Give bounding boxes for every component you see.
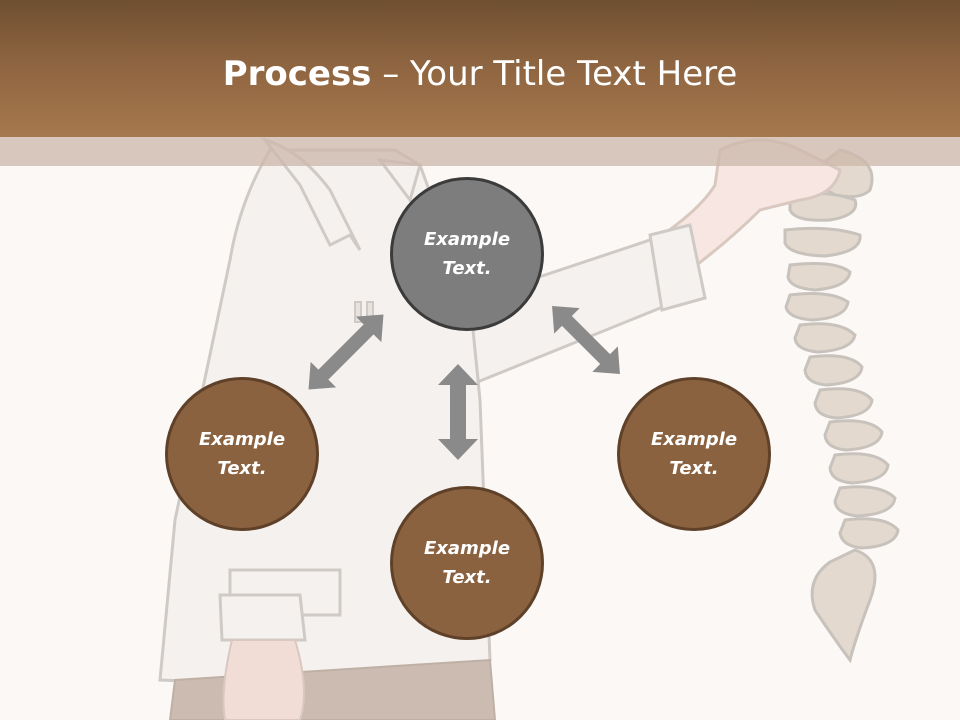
title-rest: – Your Title Text Here (371, 54, 738, 94)
node-label-line1: Example (423, 538, 511, 559)
process-node-left[interactable]: Example Text. (165, 377, 319, 531)
node-label-line2: Text. (669, 458, 719, 479)
node-label-line2: Text. (217, 458, 267, 479)
node-label-line1: Example (650, 429, 738, 450)
hand-lower-illustration (222, 639, 305, 720)
title-bold: Process (222, 54, 372, 94)
node-label-line2: Text. (442, 567, 492, 588)
arrow-upper-right (552, 306, 620, 374)
title-bar-band (0, 137, 960, 166)
node-label-line1: Example (423, 229, 511, 250)
process-node-top[interactable]: Example Text. (390, 177, 544, 331)
title-bar (0, 0, 960, 137)
arrow-upper-left (308, 314, 384, 390)
process-node-bottom[interactable]: Example Text. (390, 486, 544, 640)
spine-illustration (783, 148, 900, 664)
arrow-vertical (438, 364, 478, 460)
slide-title: Process – Your Title Text Here (0, 52, 960, 96)
process-node-right[interactable]: Example Text. (617, 377, 771, 531)
node-label-line1: Example (198, 429, 286, 450)
node-label-line2: Text. (442, 258, 492, 279)
